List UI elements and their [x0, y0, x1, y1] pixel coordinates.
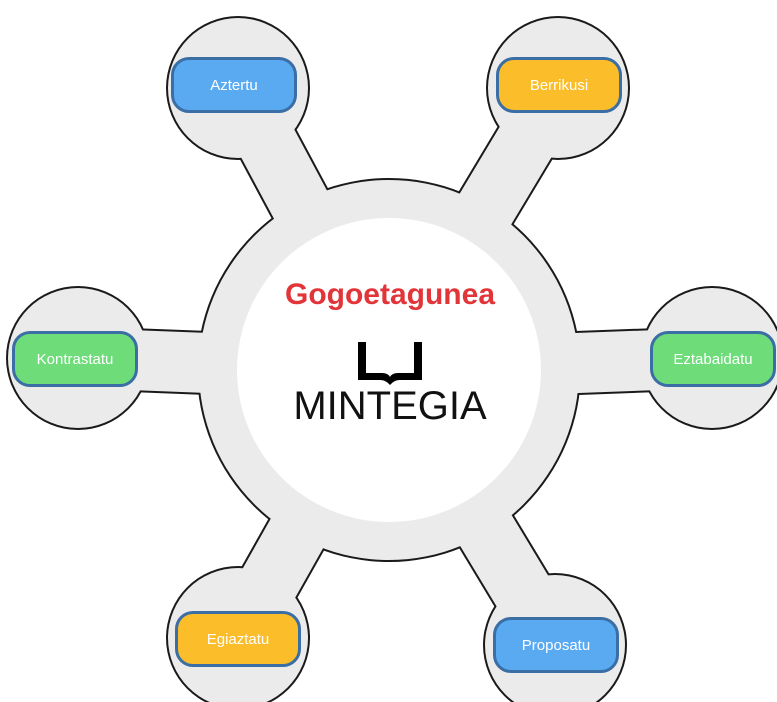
node-egiaztatu[interactable]: Egiaztatu: [175, 611, 301, 667]
node-proposatu[interactable]: Proposatu: [493, 617, 619, 673]
center-title: Gogoetagunea: [284, 278, 495, 311]
node-kontrastatu[interactable]: Kontrastatu: [12, 331, 138, 387]
node-berrikusi[interactable]: Berrikusi: [496, 57, 622, 113]
center-circle: [237, 218, 541, 522]
center-subtitle: MINTEGIA: [293, 384, 487, 428]
node-aztertu[interactable]: Aztertu: [171, 57, 297, 113]
logo: [230, 340, 550, 386]
node-eztabaidatu[interactable]: Eztabaidatu: [650, 331, 776, 387]
open-book-icon: [358, 342, 422, 385]
